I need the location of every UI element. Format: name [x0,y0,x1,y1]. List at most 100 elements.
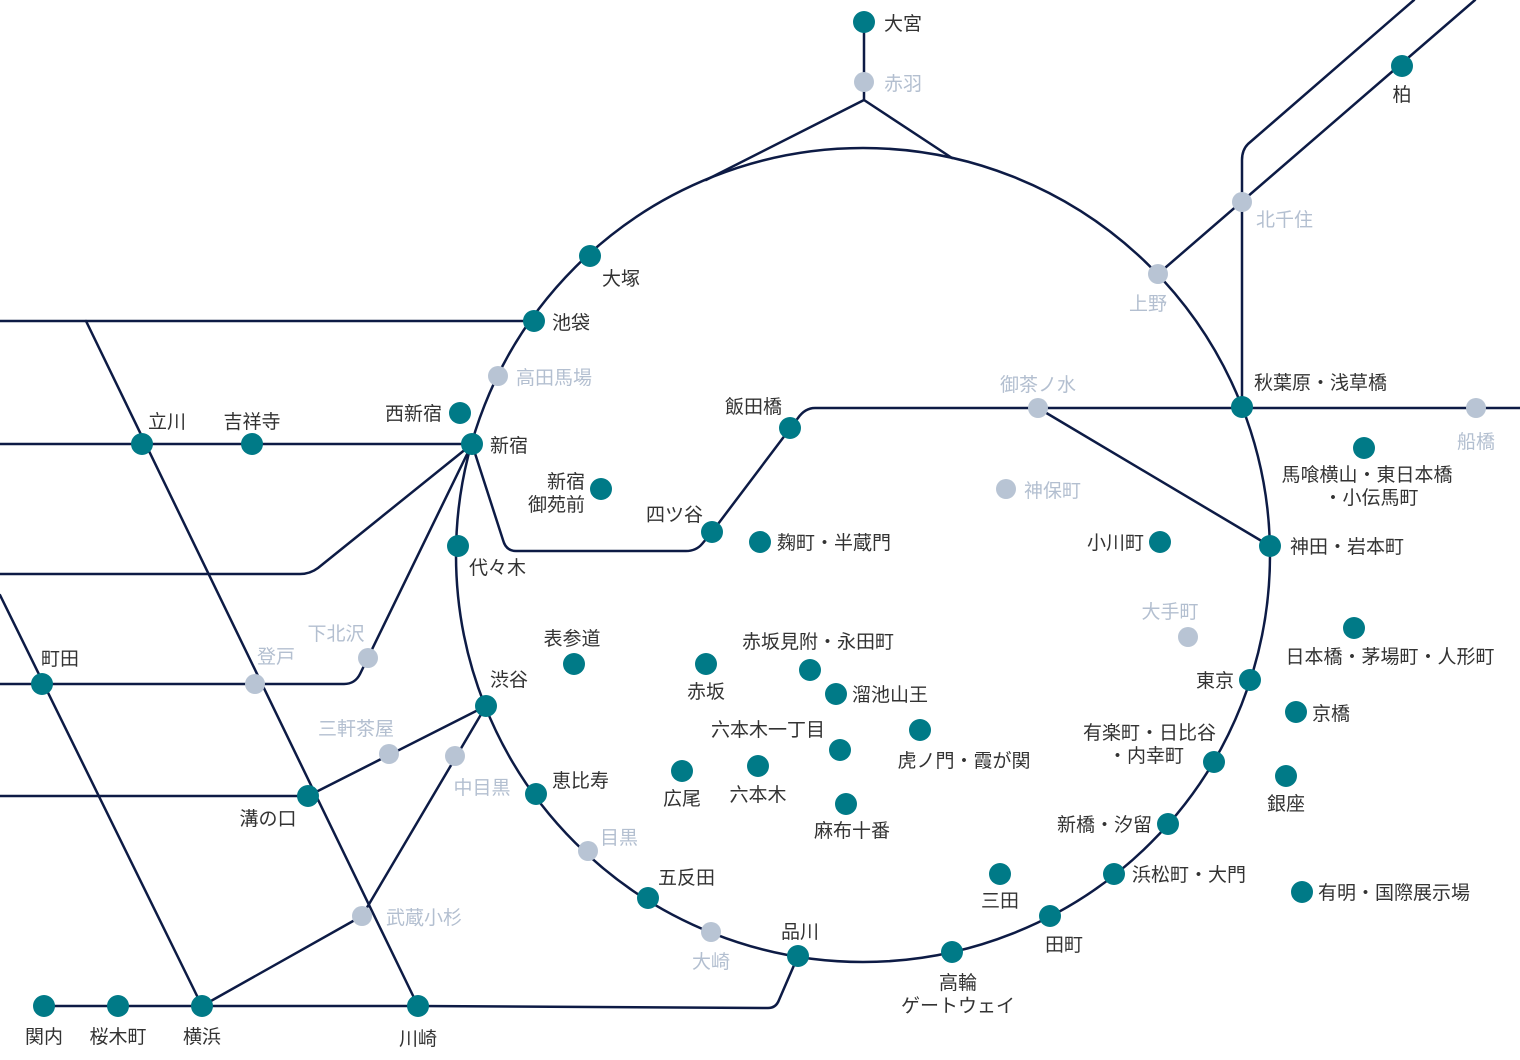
station-marker-icon[interactable] [701,521,723,543]
station-marker-icon[interactable] [407,995,429,1017]
station[interactable]: 飯田橋 [725,396,801,439]
station[interactable]: 桜木町 [89,995,147,1048]
station-marker-icon[interactable] [523,310,545,332]
station-marker-icon[interactable] [701,922,721,942]
station[interactable]: 銀座 [1267,765,1305,815]
inactive-station[interactable]: 目黒 [578,827,638,861]
station-marker-icon[interactable] [835,793,857,815]
station[interactable]: 横浜 [183,995,221,1048]
station[interactable]: 六本木一丁目 [711,719,851,761]
station-marker-icon[interactable] [787,945,809,967]
station[interactable]: 虎ノ門・霞が関 [897,719,1031,772]
station-marker-icon[interactable] [445,746,465,766]
station[interactable]: 代々木 [447,535,526,579]
station-marker-icon[interactable] [525,783,547,805]
station-marker-icon[interactable] [579,245,601,267]
station-marker-icon[interactable] [1466,398,1486,418]
station-marker-icon[interactable] [853,11,875,33]
station[interactable]: 五反田 [637,867,715,909]
station-marker-icon[interactable] [854,72,874,92]
station[interactable]: 関内 [25,995,63,1048]
station[interactable]: 浜松町・大門 [1103,863,1246,886]
station-marker-icon[interactable] [1275,765,1297,787]
station-marker-icon[interactable] [909,719,931,741]
inactive-station[interactable]: 中目黒 [445,746,511,799]
station[interactable]: 立川 [131,411,186,455]
station-marker-icon[interactable] [1148,264,1168,284]
inactive-station[interactable]: 御茶ノ水 [1000,374,1076,418]
station-marker-icon[interactable] [1353,437,1375,459]
station-marker-icon[interactable] [1157,813,1179,835]
station-marker-icon[interactable] [131,433,153,455]
station[interactable]: 神田・岩本町 [1259,535,1404,558]
station[interactable]: 六本木 [729,755,787,806]
station[interactable]: 溜池山王 [825,683,928,706]
station[interactable]: 大宮 [853,11,922,35]
station[interactable]: 溝の口 [239,785,319,830]
inactive-station[interactable]: 赤羽 [854,72,922,95]
station-marker-icon[interactable] [379,744,399,764]
station-marker-icon[interactable] [1149,531,1171,553]
station-marker-icon[interactable] [107,995,129,1017]
station-marker-icon[interactable] [1232,192,1252,212]
station[interactable]: 新宿 [461,433,528,457]
station-marker-icon[interactable] [461,433,483,455]
station[interactable]: 町田 [31,648,79,695]
station[interactable]: 麻布十番 [814,793,890,842]
station[interactable]: 渋谷 [475,669,528,717]
station-marker-icon[interactable] [1231,396,1253,418]
station[interactable]: 秋葉原・浅草橋 [1231,372,1387,418]
station[interactable]: 品川 [781,921,819,967]
station-marker-icon[interactable] [749,531,771,553]
station-marker-icon[interactable] [352,906,372,926]
inactive-station[interactable]: 大手町 [1141,601,1199,647]
station-marker-icon[interactable] [1391,55,1413,77]
station-marker-icon[interactable] [989,863,1011,885]
inactive-station[interactable]: 神保町 [996,479,1081,502]
station-marker-icon[interactable] [447,535,469,557]
inactive-station[interactable]: 下北沢 [307,623,378,668]
station-marker-icon[interactable] [941,941,963,963]
station-marker-icon[interactable] [563,653,585,675]
station[interactable]: 池袋 [523,310,590,334]
station-marker-icon[interactable] [1203,751,1225,773]
station-marker-icon[interactable] [1343,617,1365,639]
station[interactable]: 京橋 [1285,701,1350,725]
station-marker-icon[interactable] [1259,535,1281,557]
station-marker-icon[interactable] [1028,398,1048,418]
station[interactable]: 東京 [1196,669,1261,692]
inactive-station[interactable]: 三軒茶屋 [318,718,399,764]
station-marker-icon[interactable] [245,674,265,694]
station[interactable]: 柏 [1391,55,1413,106]
station[interactable]: 表参道 [543,628,601,675]
station[interactable]: 川崎 [399,995,437,1050]
station[interactable]: 恵比寿 [525,770,609,805]
inactive-station[interactable]: 大崎 [692,922,730,973]
station[interactable]: 馬喰横山・東日本橋・小伝馬町 [1281,437,1453,509]
inactive-station[interactable]: 武蔵小杉 [352,906,462,929]
station-marker-icon[interactable] [1178,627,1198,647]
station-marker-icon[interactable] [590,478,612,500]
station-marker-icon[interactable] [241,433,263,455]
station-marker-icon[interactable] [578,841,598,861]
station[interactable]: 三田 [981,863,1019,912]
station[interactable]: 赤坂見附・永田町 [742,631,894,681]
station[interactable]: 新橋・汐留 [1057,813,1179,836]
inactive-station[interactable]: 船橋 [1457,398,1495,453]
station[interactable]: 有明・国際展示場 [1291,881,1470,904]
station-marker-icon[interactable] [475,695,497,717]
station[interactable]: 有楽町・日比谷・内幸町 [1083,722,1225,773]
station-marker-icon[interactable] [779,417,801,439]
station[interactable]: 麹町・半蔵門 [749,531,891,554]
inactive-station[interactable]: 登戸 [245,646,295,694]
station-marker-icon[interactable] [1239,669,1261,691]
station[interactable]: 広尾 [663,760,701,810]
inactive-station[interactable]: 高田馬場 [488,366,592,389]
station-marker-icon[interactable] [1039,905,1061,927]
station-marker-icon[interactable] [829,739,851,761]
station-marker-icon[interactable] [825,683,847,705]
station-marker-icon[interactable] [671,760,693,782]
inactive-station[interactable]: 北千住 [1232,192,1313,231]
